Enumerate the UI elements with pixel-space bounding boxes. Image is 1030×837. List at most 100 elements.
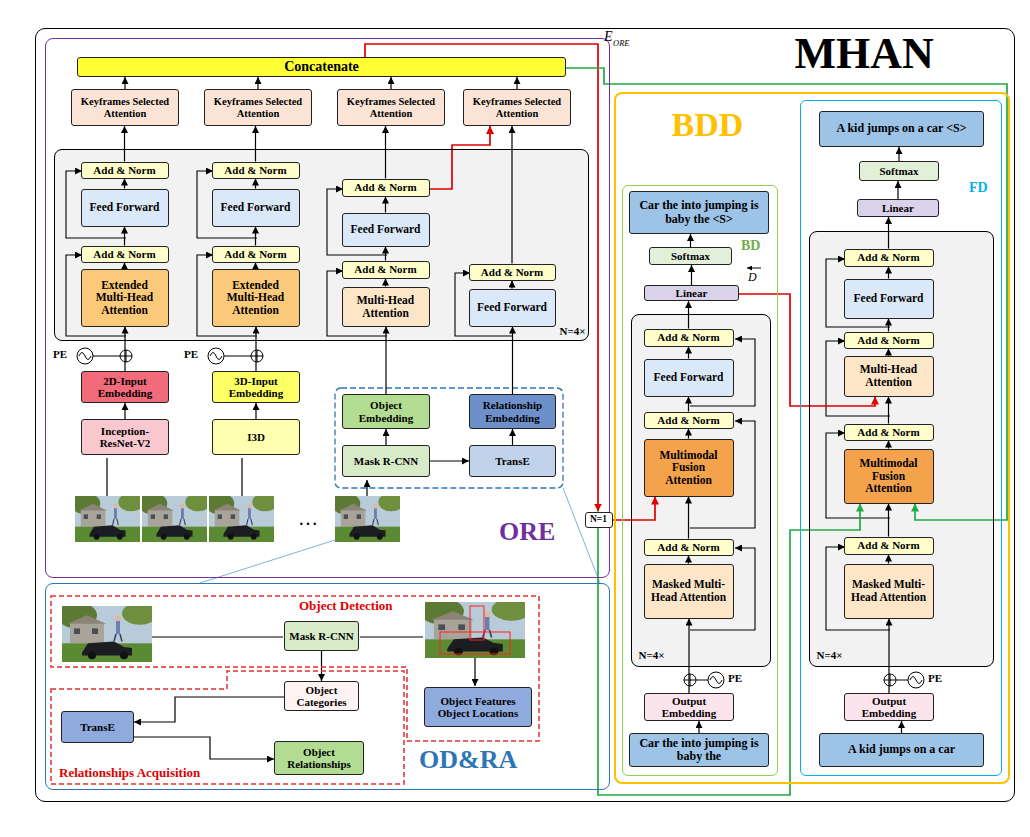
box-label: Add & Norm: [470, 266, 555, 278]
video-frame: [71, 493, 144, 542]
region-label: ORE: [499, 519, 555, 545]
sine-symbol: [710, 677, 722, 684]
connector: [888, 349, 889, 356]
add-norm-box: Add & Norm: [342, 261, 430, 279]
decoder-block: N=4×Add & NormFeed ForwardAdd & NormMult…: [809, 231, 994, 667]
block-fill: [809, 231, 994, 667]
box-label: Extended Multi-Head Attention: [213, 279, 299, 317]
softmax-box: Softmax: [649, 247, 732, 265]
box-label: Multi-Head Attention: [845, 363, 933, 388]
math-symbol: E: [604, 30, 613, 44]
box-label: Feed Forward: [213, 201, 299, 214]
connector: [688, 497, 689, 539]
video-frame: [331, 493, 404, 542]
pe-label: PE: [184, 349, 198, 360]
connector-group: [125, 44, 1008, 795]
region-label: OD&RA: [419, 747, 517, 773]
add-norm-box: Add & Norm: [644, 412, 734, 429]
attention-box: Extended Multi-Head Attention: [212, 269, 300, 327]
pe-label: PE: [53, 349, 67, 360]
add-norm-box: Add & Norm: [469, 264, 556, 281]
connector: [255, 263, 256, 269]
linear-box: Linear: [644, 285, 739, 301]
connector: [897, 181, 898, 199]
connector: [688, 619, 689, 694]
masked-attention-box: Masked Multi-Head Attention: [844, 564, 934, 619]
keyframe-attention-box: Keyframes Selected Attention: [463, 89, 571, 126]
fusion-attention-box: Multimodal Fusion Attention: [844, 449, 934, 504]
connector: [613, 497, 656, 521]
connector: [390, 77, 391, 89]
connector: [124, 126, 125, 162]
box-label: Multimodal Fusion Attention: [845, 457, 933, 495]
sine-symbol: [908, 672, 924, 688]
input-sentence: Car the into jumping is baby the: [629, 733, 769, 767]
model-frame: MHAN ORE ConcatenateKeyframes Selected Att…: [35, 28, 1015, 802]
add-symbol: [120, 350, 132, 362]
keyframe-attention-box: Keyframes Selected Attention: [71, 89, 179, 126]
box-label: Keyframes Selected Attention: [72, 96, 178, 119]
connector: [124, 403, 125, 419]
connector: [888, 504, 889, 537]
box-label: Feed Forward: [645, 371, 733, 384]
box-label: Add & Norm: [845, 539, 933, 551]
connector: [255, 227, 256, 246]
add-norm-box: Add & Norm: [644, 329, 734, 347]
sine-symbol: [708, 672, 724, 688]
add-symbol: [120, 350, 132, 362]
box-label: Multi-Head Attention: [343, 294, 429, 319]
connector: [124, 77, 125, 89]
connector: [134, 697, 284, 722]
positional-encoding: [77, 348, 924, 688]
backbone-box: Inception-ResNet-V2: [81, 419, 169, 455]
add-norm-box: Add & Norm: [81, 162, 169, 179]
relation-box: Object Relationships: [274, 741, 364, 775]
box-label: Multimodal Fusion Attention: [645, 449, 733, 487]
feed-forward-box: Feed Forward: [844, 279, 934, 319]
connector: [901, 721, 902, 733]
connector: [385, 197, 386, 213]
connector: [430, 460, 469, 461]
linear-box: Linear: [857, 199, 939, 217]
add-symbol: [251, 350, 263, 362]
connector: [255, 403, 256, 419]
feed-forward-box: Feed Forward: [212, 189, 300, 227]
box-label: Mask R-CNN: [285, 630, 358, 642]
box-label: Add & Norm: [845, 334, 933, 346]
connector: [516, 77, 517, 89]
box-label: Inception-ResNet-V2: [82, 425, 168, 449]
box-label: TransE: [62, 721, 133, 733]
box-label: Relationship Embedding: [470, 399, 555, 423]
attention-box: Extended Multi-Head Attention: [81, 269, 169, 327]
attention-box: Multi-Head Attention: [342, 287, 430, 327]
od-ra-region: OD&RAObject DetectionMask R-CNNObject Fe…: [45, 583, 610, 790]
output-embedding-box: Output Embedding: [644, 693, 734, 721]
box-label: Softmax: [650, 250, 731, 262]
decoder-region: BDDBDCar the into jumping is baby the <S…: [614, 92, 1010, 784]
box-label: Car the into jumping is baby the <S>: [630, 199, 768, 225]
box-label: Add & Norm: [213, 164, 299, 176]
connector: [888, 319, 889, 332]
box-label: N=1: [586, 514, 612, 524]
embedding-box: Relationship Embedding: [469, 394, 556, 429]
region-label: BDD: [672, 108, 744, 142]
box-label: Extended Multi-Head Attention: [82, 279, 168, 317]
layer-count-box: N=1: [585, 512, 613, 528]
video-frame: [205, 493, 278, 542]
connector: [385, 247, 386, 261]
box-label: Car the into jumping is baby the: [630, 737, 768, 763]
box-label: Add & Norm: [343, 181, 429, 193]
concat-bar: Concatenate: [77, 57, 566, 77]
connector: [688, 347, 689, 359]
add-symbol: [884, 674, 896, 686]
embedding-box: 3D-Input Embedding: [212, 371, 300, 403]
connector: [688, 397, 689, 412]
connector: [690, 234, 691, 247]
attention-box: Multi-Head Attention: [844, 356, 934, 397]
box-label: Keyframes Selected Attention: [464, 96, 570, 119]
region-label: MHAN: [795, 32, 934, 76]
output-sentence: Car the into jumping is baby the <S>: [629, 191, 769, 234]
box-label: Add & Norm: [82, 248, 168, 260]
embedding-model-box: TransE: [61, 711, 134, 743]
